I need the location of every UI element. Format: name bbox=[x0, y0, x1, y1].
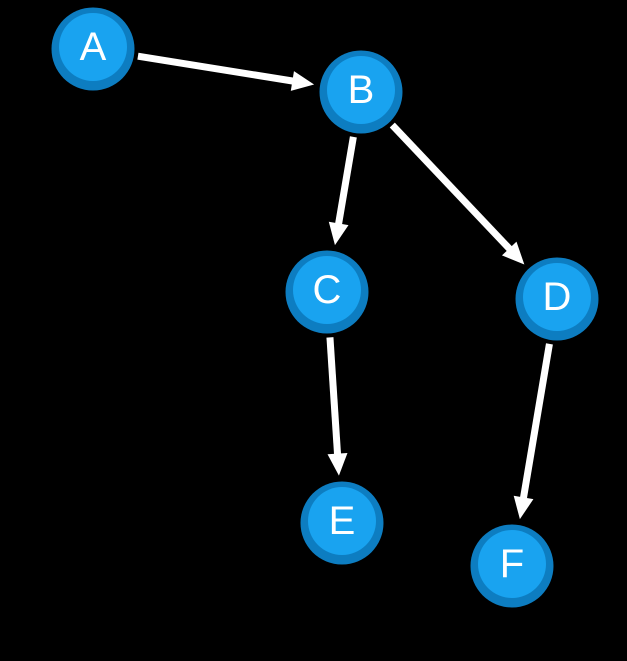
edge-line bbox=[137, 52, 301, 86]
edge-line bbox=[326, 337, 342, 462]
node-fill bbox=[59, 13, 127, 81]
edge-line bbox=[518, 343, 553, 506]
edge-line bbox=[333, 136, 357, 232]
arrowhead-icon bbox=[513, 495, 534, 520]
node-label: E bbox=[329, 499, 356, 543]
node-fill bbox=[293, 256, 361, 324]
edge-A-B bbox=[137, 52, 315, 91]
node-fill bbox=[327, 56, 395, 124]
node-label: D bbox=[543, 275, 572, 319]
edge-C-E bbox=[326, 337, 348, 476]
arrowhead-icon bbox=[327, 452, 348, 476]
arrowhead-icon bbox=[328, 221, 349, 246]
edge-B-D bbox=[389, 122, 525, 265]
node-label: B bbox=[348, 68, 375, 112]
node-label: C bbox=[313, 268, 342, 312]
node-C[interactable]: C bbox=[285, 250, 369, 334]
node-B[interactable]: B bbox=[319, 50, 403, 134]
node-fill bbox=[523, 263, 591, 331]
node-F[interactable]: F bbox=[470, 524, 554, 608]
node-fill bbox=[478, 530, 546, 598]
arrowhead-icon bbox=[290, 71, 315, 91]
node-E[interactable]: E bbox=[300, 481, 384, 565]
node-A[interactable]: A bbox=[51, 7, 135, 91]
edge-line bbox=[389, 122, 518, 257]
edge-D-F bbox=[513, 343, 553, 520]
edge-B-C bbox=[328, 136, 357, 246]
node-D[interactable]: D bbox=[515, 257, 599, 341]
arrowhead-icon bbox=[501, 241, 525, 265]
node-label: A bbox=[80, 25, 107, 69]
node-fill bbox=[308, 487, 376, 555]
node-label: F bbox=[500, 542, 524, 586]
